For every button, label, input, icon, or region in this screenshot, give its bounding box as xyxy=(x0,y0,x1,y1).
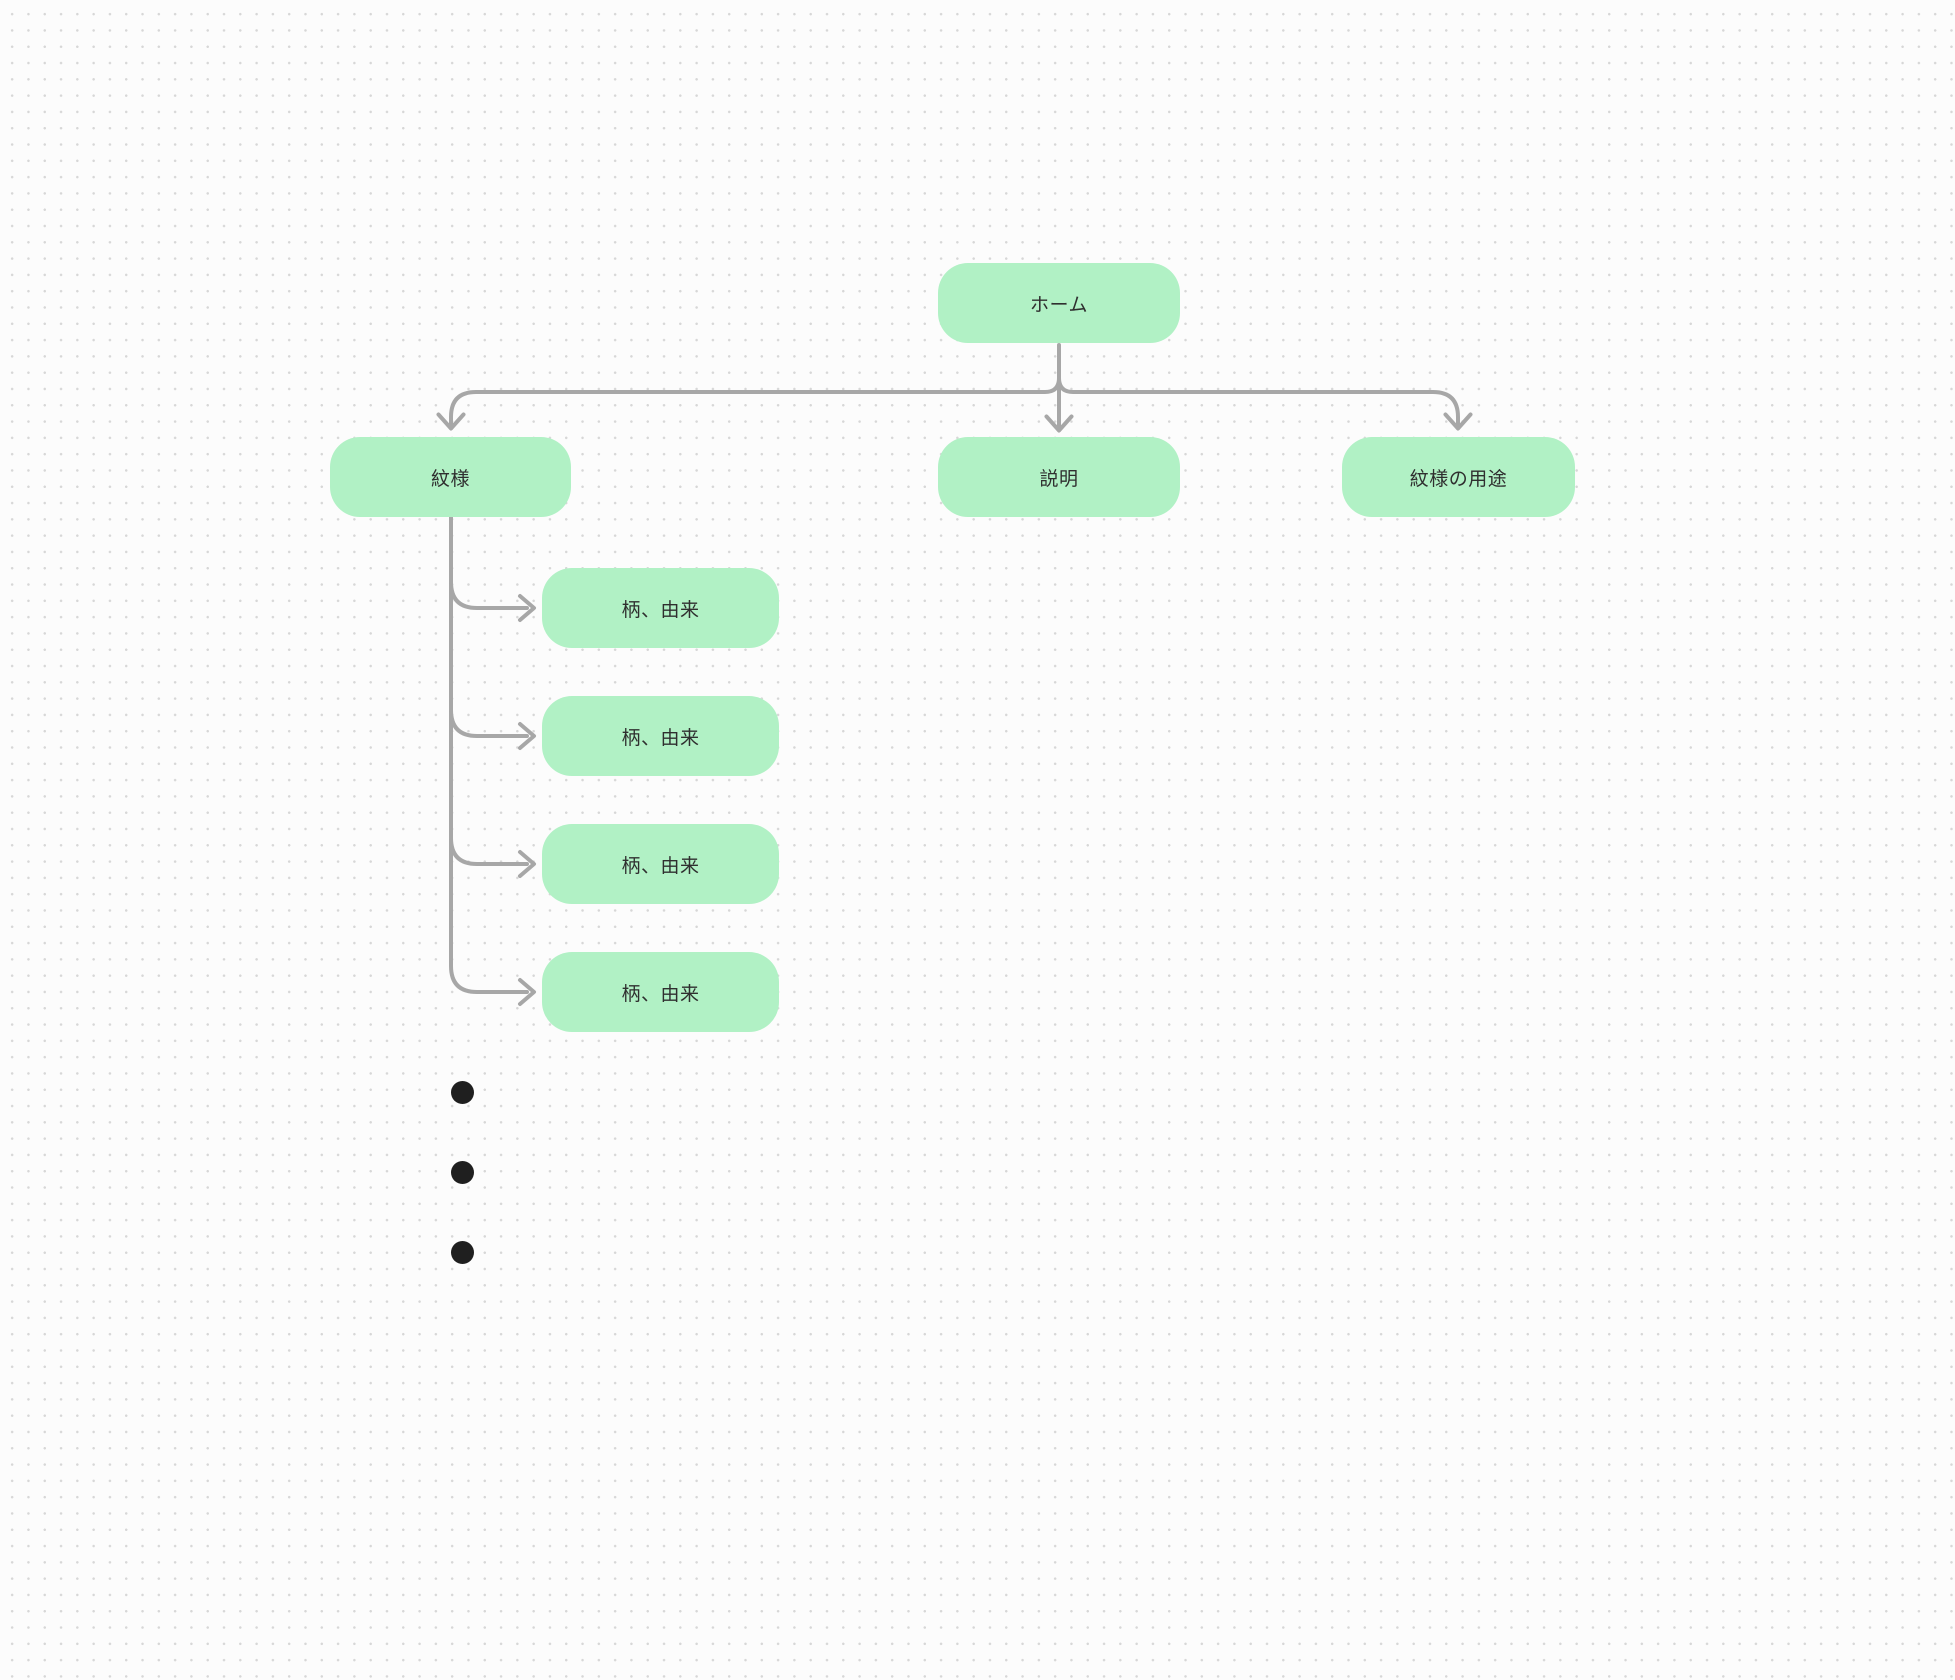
node-pattern-child-label: 柄、由来 xyxy=(621,727,700,749)
edge-pattern-child-2 xyxy=(449,708,529,738)
node-home[interactable]: ホーム xyxy=(938,263,1180,343)
node-pattern-child-label: 柄、由来 xyxy=(621,599,700,621)
arrowhead-right-child-3-icon xyxy=(518,850,536,878)
node-pattern-child[interactable]: 柄、由来 xyxy=(542,568,779,648)
node-pattern-usage[interactable]: 紋様の用途 xyxy=(1342,437,1575,517)
node-pattern-usage-label: 紋様の用途 xyxy=(1409,468,1508,490)
node-description[interactable]: 説明 xyxy=(938,437,1180,517)
node-pattern-child[interactable]: 柄、由来 xyxy=(542,824,779,904)
node-pattern-child-label: 柄、由来 xyxy=(621,983,700,1005)
node-pattern-child[interactable]: 柄、由来 xyxy=(542,696,779,776)
node-pattern-label: 紋様 xyxy=(430,468,470,490)
ellipsis-dot[interactable] xyxy=(451,1161,474,1184)
ellipsis-dot[interactable] xyxy=(451,1081,474,1104)
edge-pattern-child-4 xyxy=(449,515,529,994)
arrowhead-right-child-1-icon xyxy=(518,594,536,622)
node-home-label: ホーム xyxy=(1030,294,1088,316)
edge-pattern-child-3 xyxy=(449,836,529,866)
edge-home-pattern xyxy=(449,349,1061,428)
arrowhead-down-pattern-icon xyxy=(436,412,466,431)
ellipsis-dot[interactable] xyxy=(451,1241,474,1264)
node-pattern-child[interactable]: 柄、由来 xyxy=(542,952,779,1032)
arrowhead-right-child-4-icon xyxy=(518,978,536,1006)
arrowhead-down-pattern-usage-icon xyxy=(1443,412,1473,431)
edge-home-pattern-usage xyxy=(1057,349,1460,428)
node-pattern[interactable]: 紋様 xyxy=(330,437,571,517)
arrowhead-right-child-2-icon xyxy=(518,722,536,750)
arrowhead-down-description-icon xyxy=(1044,414,1074,433)
node-description-label: 説明 xyxy=(1039,468,1079,490)
node-pattern-child-label: 柄、由来 xyxy=(621,855,700,877)
edge-pattern-child-1 xyxy=(449,580,529,610)
